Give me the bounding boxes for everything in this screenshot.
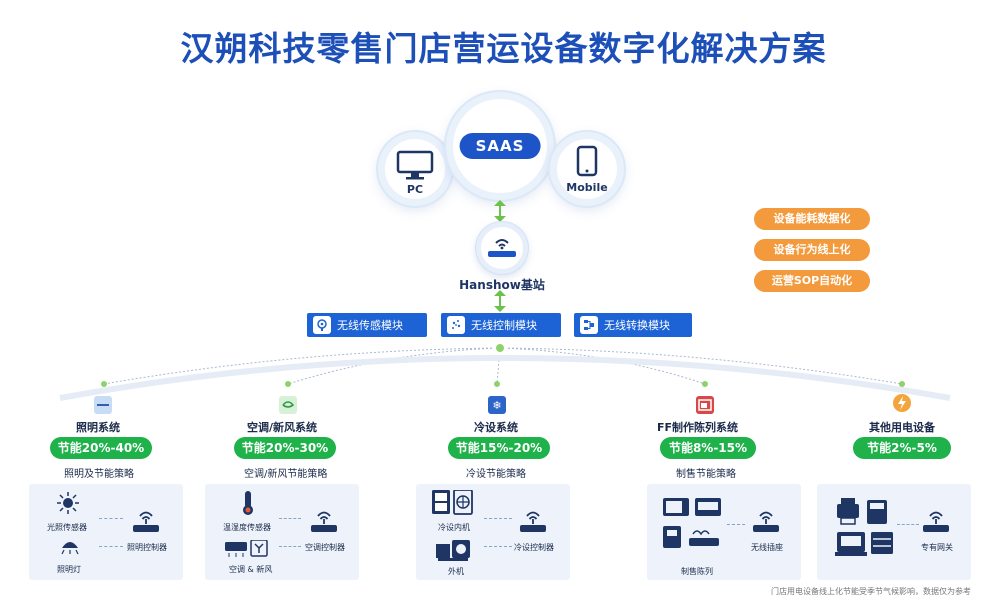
system-other-saving: 节能2%-5% [853,437,951,459]
system-other-name: 其他用电设备 [869,421,935,434]
device-outdoor-unit: 外机 [448,567,464,576]
controller-lighting: 照明控制器 [127,543,167,552]
panel-hvac: 温湿度传感器 空调 & 新风 空调控制器 [205,484,359,580]
lighting-icon [94,396,112,414]
arrow-hub-modules [494,290,506,312]
lightning-icon [893,394,911,412]
footnote: 门店用电设备线上化节能受季节气候影响，数据仅为参考 [771,587,971,596]
controller-hvac: 空调控制器 [305,543,345,552]
control-icon [447,316,465,334]
dash-line [99,518,123,519]
system-lighting-saving: 节能20%-40% [50,437,152,459]
dash-line [727,524,745,525]
system-ff-saving: 节能8%-15% [660,437,756,459]
refrigeration-icon: ❄ [488,396,506,414]
tag-energy-data: 设备能耗数据化 [754,208,870,230]
system-lighting-strategy: 照明及节能策略 [64,469,134,480]
dash-line [484,518,512,519]
module-control: 无线控制模块 [441,313,561,337]
system-refrigeration-saving: 节能15%-20% [448,437,550,459]
system-lighting-name: 照明系统 [76,421,120,434]
sensor-icon [313,316,331,334]
arrow-saas-hub [494,200,506,222]
module-sensor-label: 无线传感模块 [337,319,403,332]
module-sensor: 无线传感模块 [307,313,427,337]
hvac-icon [279,396,297,414]
module-control-label: 无线控制模块 [471,319,537,332]
dash-line [484,546,512,547]
controller-router-icon [520,511,546,532]
aircon-icon [225,540,268,557]
distribution-lines [59,342,951,401]
phone-icon [576,145,598,177]
controller-router-icon [133,511,159,532]
saas-node: SAAS [446,92,554,200]
module-convert: 无线转换模块 [574,313,692,337]
controller-wireless-socket: 无线插座 [751,543,783,552]
device-ff-display: 制售陈列 [681,567,713,576]
appliances-icon [663,498,721,548]
svg-text:❄: ❄ [492,399,501,412]
monitor-icon [396,150,434,180]
system-refrigeration-strategy: 冷设节能策略 [466,469,526,480]
hanshow-base-station [476,222,528,274]
fridge-icon [432,490,473,515]
router-icon [488,239,516,257]
panel-ff: 制售陈列 无线插座 [647,484,801,580]
sun-sensor-icon [57,492,79,514]
system-hvac-name: 空调/新风系统 [247,421,318,434]
tag-sop-auto: 运营SOP自动化 [754,270,870,292]
dash-line [897,524,919,525]
gateway-router-icon [923,511,949,532]
system-hvac-saving: 节能20%-30% [234,437,336,459]
device-temp-humidity-sensor: 温湿度传感器 [223,523,271,532]
controller-dedicated-gateway: 专有网关 [921,543,953,552]
panel-lighting: 光照传感器 照明灯 照明控制器 [29,484,183,580]
controller-refrigeration: 冷设控制器 [514,543,554,552]
pc-node: PC [378,132,452,206]
dash-line [279,546,301,547]
panel-other: 专有网关 [817,484,971,580]
panel-refrigeration: 冷设内机 外机 冷设控制器 [416,484,570,580]
oven-icon [696,396,714,414]
thermometer-icon [243,491,253,515]
mobile-node: Mobile [550,132,624,206]
page-title: 汉朔科技零售门店营运设备数字化解决方案 [180,29,827,68]
tag-behavior-online: 设备行为线上化 [754,239,870,261]
controller-router-icon [311,511,337,532]
outdoor-unit-icon [436,540,470,561]
module-convert-label: 无线转换模块 [604,319,670,332]
system-hvac-strategy: 空调/新风节能策略 [244,469,328,480]
device-light-sensor: 光照传感器 [47,523,87,532]
hub-label: Hanshow基站 [459,278,545,292]
saas-label: SAAS [459,133,541,159]
lamp-icon [61,542,79,555]
socket-router-icon [753,511,779,532]
pc-label: PC [406,183,424,196]
dash-line [99,546,123,547]
device-lamp: 照明灯 [57,565,81,574]
device-fridge-indoor: 冷设内机 [438,523,470,532]
convert-icon [580,316,598,334]
mobile-label: Mobile [566,181,608,194]
dash-line [279,518,301,519]
system-ff-strategy: 制售节能策略 [676,469,736,480]
device-aircon-fresh-air: 空调 & 新风 [229,565,273,574]
system-refrigeration-name: 冷设系统 [474,421,518,434]
system-ff-name: FF制作陈列系统 [657,421,739,434]
pos-devices-icon [835,498,893,556]
